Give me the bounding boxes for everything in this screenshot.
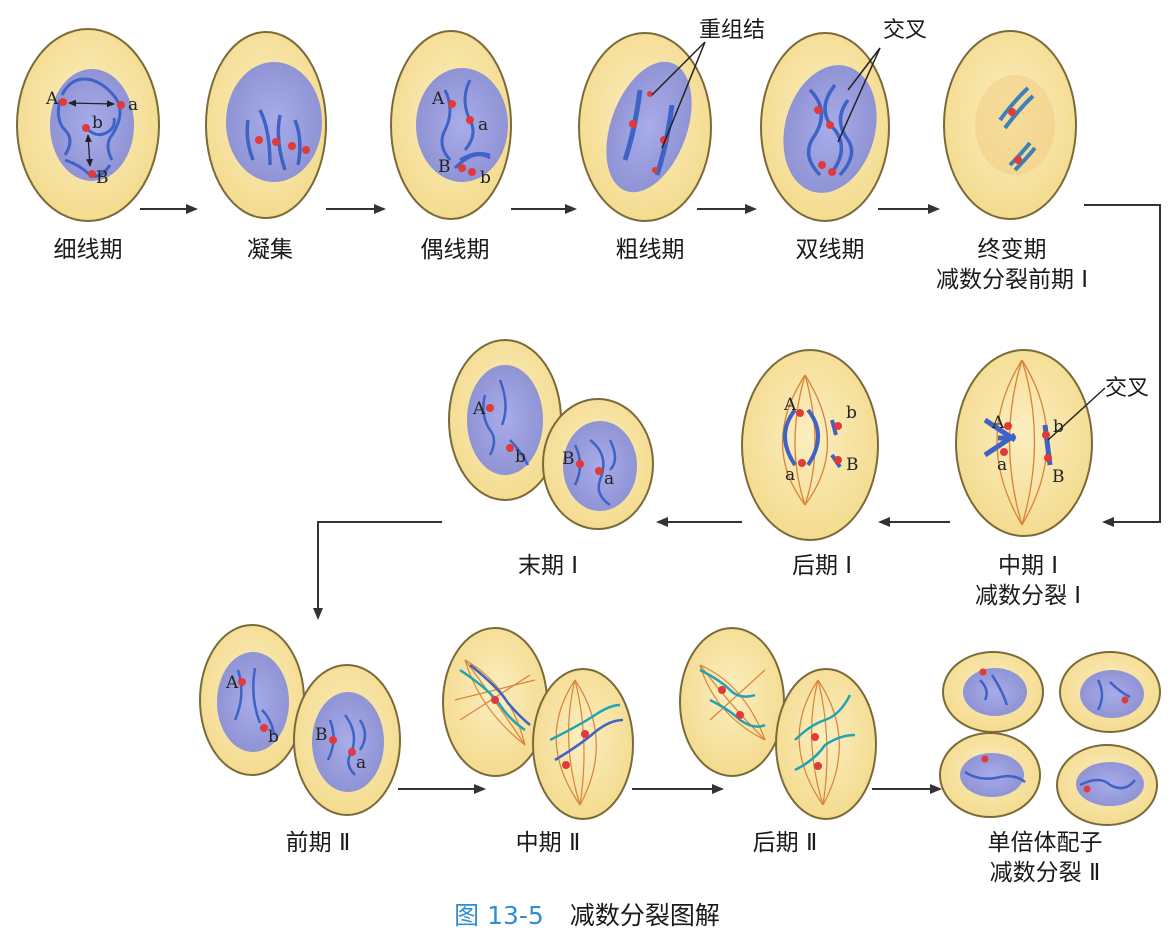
allele-B-label: B bbox=[315, 725, 328, 745]
cell-metaphase-2 bbox=[442, 627, 634, 820]
allele-a-label: a bbox=[478, 115, 488, 135]
arrow bbox=[313, 521, 442, 620]
allele-A-label: A bbox=[472, 399, 486, 419]
stage-sublabel-meiosis-1: 减数分裂 I bbox=[974, 583, 1082, 609]
cell-anaphase-1: A b a B bbox=[741, 349, 879, 541]
allele-B-label: B bbox=[846, 455, 859, 475]
stage-label-condensation: 凝集 bbox=[247, 237, 293, 263]
stage-label-pachytene: 粗线期 bbox=[615, 237, 685, 263]
stage-label-leptotene: 细线期 bbox=[53, 237, 123, 263]
cell-telophase-1: A b B a bbox=[448, 339, 654, 530]
cell-anaphase-2 bbox=[679, 627, 877, 820]
figure-caption: 图 13-5 减数分裂图解 bbox=[0, 896, 1174, 932]
allele-B-label: B bbox=[96, 168, 109, 188]
allele-b-label: b bbox=[480, 168, 491, 188]
allele-a-label: a bbox=[785, 465, 795, 485]
cell-haploid-gametes bbox=[939, 651, 1161, 826]
stage-label-metaphase-2: 中期 Ⅱ bbox=[515, 830, 581, 856]
recombination-nodule-annotation: 重组结 bbox=[699, 18, 766, 43]
allele-b-label: b bbox=[268, 727, 279, 747]
cell-zygotene: A a B b bbox=[390, 30, 512, 220]
allele-A-label: A bbox=[783, 395, 797, 415]
allele-a-label: a bbox=[128, 95, 138, 115]
allele-A-label: A bbox=[225, 673, 239, 693]
stage-label-metaphase-1: 中期 I 减数分裂 I bbox=[974, 553, 1082, 609]
figure-title: 减数分裂图解 bbox=[569, 901, 720, 930]
stage-label-zygotene: 偶线期 bbox=[420, 237, 490, 263]
stage-sublabel-meiosis-2: 减数分裂 Ⅱ bbox=[989, 860, 1101, 886]
stage-label-anaphase-2: 后期 Ⅱ bbox=[752, 830, 818, 856]
stage-label-anaphase-1: 后期 I bbox=[791, 553, 853, 579]
allele-A-label: A bbox=[45, 89, 59, 109]
allele-b-label: b bbox=[1053, 417, 1064, 437]
stage-label-diplotene: 双线期 bbox=[795, 237, 865, 263]
chiasma-annotation-top: 交叉 bbox=[883, 18, 928, 43]
cell-pachytene bbox=[578, 32, 712, 222]
cell-metaphase-1: A b a B bbox=[955, 349, 1106, 537]
stage-label-diakinesis: 终变期 减数分裂前期 I bbox=[935, 237, 1089, 293]
allele-b-label: b bbox=[92, 113, 103, 133]
allele-a-label: a bbox=[356, 753, 366, 773]
chiasma-annotation-right: 交叉 bbox=[1105, 376, 1150, 401]
allele-b-label: b bbox=[846, 403, 857, 423]
allele-B-label: B bbox=[562, 449, 575, 469]
stage-label-telophase-1: 末期 I bbox=[517, 553, 579, 579]
figure-number: 图 13-5 bbox=[454, 901, 544, 930]
cell-diakinesis bbox=[943, 30, 1077, 220]
allele-A-label: A bbox=[991, 413, 1005, 433]
stage-label-prophase-2: 前期 Ⅱ bbox=[285, 830, 351, 856]
cell-diplotene bbox=[760, 32, 890, 222]
arrow bbox=[1084, 204, 1161, 527]
cell-leptotene: A a b B bbox=[16, 28, 160, 222]
allele-a-label: a bbox=[604, 469, 614, 489]
stage-sublabel-prophase-1: 减数分裂前期 I bbox=[935, 267, 1089, 293]
allele-B-label: B bbox=[1052, 467, 1065, 487]
stage-label-haploid-gametes: 单倍体配子 减数分裂 Ⅱ bbox=[987, 830, 1103, 886]
allele-A-label: A bbox=[431, 89, 445, 109]
allele-B-label: B bbox=[438, 157, 451, 177]
allele-a-label: a bbox=[997, 455, 1007, 475]
allele-b-label: b bbox=[515, 447, 526, 467]
cell-prophase-2: A b B a bbox=[199, 624, 401, 816]
cell-condensation bbox=[205, 31, 327, 219]
